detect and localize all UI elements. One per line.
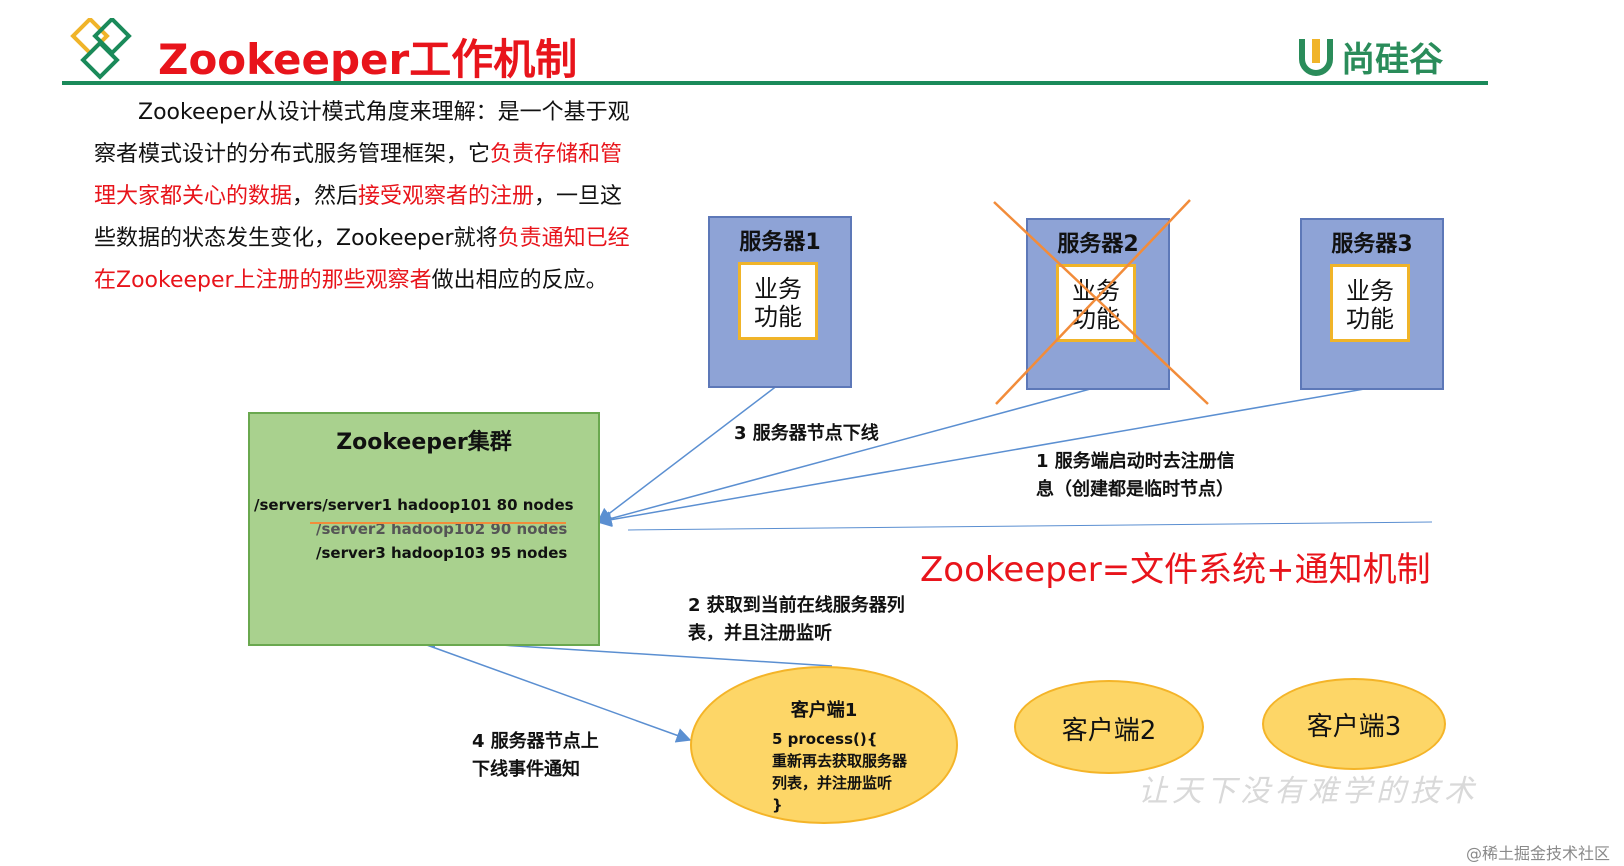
arrow-server3-to-cluster <box>596 387 1371 528</box>
server-2: 服务器2 业务 功能 <box>1026 218 1170 390</box>
separator-line <box>627 521 1433 531</box>
server2-row-strikethrough <box>310 522 566 524</box>
desc-seg-6: 做出相应的反应。 <box>431 268 608 293</box>
server-1: 服务器1 业务 功能 <box>708 216 852 388</box>
client-1-line2: 重新再去获取服务器 <box>772 752 908 770</box>
server-1-func-line1: 业务 <box>754 275 802 303</box>
brand-u-icon <box>1299 38 1333 76</box>
client-1-name: 客户端1 <box>790 700 858 721</box>
desc-seg-1: 负责存储和管理大家都关心的数据 <box>94 142 623 209</box>
server-3-name: 服务器3 <box>1331 232 1413 257</box>
logo-icon <box>70 18 132 80</box>
desc-seg-4: ，一旦这些数据的状态发生变化，Zookeeper就将 <box>94 184 623 251</box>
client-1-line1: 5 process(){ <box>772 730 878 748</box>
desc-seg-5: 负责通知已经在Zookeeper上注册的那些观察者 <box>94 226 630 293</box>
client-2-name: 客户端2 <box>1061 716 1157 746</box>
server-3-func-line1: 业务 <box>1346 277 1394 305</box>
page-title: Zookeeper工作机制 <box>158 35 578 84</box>
desc-seg-3: 接受观察者的注册 <box>358 184 535 209</box>
desc-seg-2: ，然后 <box>292 184 359 209</box>
client-3: 客户端3 <box>1262 678 1446 770</box>
client-3-name: 客户端3 <box>1306 712 1402 742</box>
step1-line1: 1 服务端启动时去注册信 <box>1036 451 1235 472</box>
brand-logo: 尚硅谷 <box>1296 32 1443 81</box>
server-2-name: 服务器2 <box>1057 232 1139 257</box>
desc-seg-0: Zookeeper从设计模式角度来理解：是一个基于观察者模式设计的分布式服务管理… <box>94 100 630 167</box>
watermark-text: 让天下没有难学的技术 <box>1138 774 1478 809</box>
server-1-func-line2: 功能 <box>754 303 802 331</box>
client-1: 客户端1 5 process(){ 重新再去获取服务器 列表，并注册监听 } <box>690 666 958 824</box>
server-2-func-line2: 功能 <box>1072 305 1120 333</box>
step4-label: 4 服务器节点上 下线事件通知 <box>472 728 599 784</box>
formula-text: Zookeeper=文件系统+通知机制 <box>920 550 1431 590</box>
cluster-row-server1: /servers/server1 hadoop101 80 nodes <box>254 496 574 514</box>
step4-line1: 4 服务器节点上 <box>472 731 599 752</box>
server-1-name: 服务器1 <box>739 230 821 255</box>
step4-line2: 下线事件通知 <box>472 759 580 780</box>
server-3-func-line2: 功能 <box>1346 305 1394 333</box>
arrow-server1-to-cluster <box>596 384 779 523</box>
server-2-cross-icon <box>993 199 1209 405</box>
step2-line1: 2 获取到当前在线服务器列 <box>688 595 905 616</box>
client-1-line4: } <box>772 796 783 814</box>
server-3-function-box: 业务 功能 <box>1330 264 1410 342</box>
arrow-server2-to-cluster <box>596 387 1095 526</box>
step1-line2: 息（创建都是临时节点） <box>1036 479 1234 500</box>
step3-label: 3 服务器节点下线 <box>734 423 879 444</box>
step2-label: 2 获取到当前在线服务器列 表，并且注册监听 <box>688 592 905 648</box>
brand-name: 尚硅谷 <box>1341 40 1444 80</box>
cluster-row-server2: /server2 hadoop102 90 nodes <box>316 520 568 538</box>
client-2: 客户端2 <box>1014 680 1204 774</box>
cluster-name: Zookeeper集群 <box>336 430 512 455</box>
step1-label: 1 服务端启动时去注册信 息（创建都是临时节点） <box>1036 448 1235 504</box>
server-3: 服务器3 业务 功能 <box>1300 218 1444 390</box>
title-divider <box>62 81 1488 85</box>
server-1-function-box: 业务 功能 <box>738 262 818 340</box>
footer-credit: @稀土掘金技术社区 <box>1466 844 1611 863</box>
step2-line2: 表，并且注册监听 <box>688 623 832 644</box>
zookeeper-cluster: Zookeeper集群 /servers/server1 hadoop101 8… <box>248 412 600 646</box>
arrow-cluster-to-client1 <box>423 643 692 743</box>
client-1-line3: 列表，并注册监听 <box>772 774 893 792</box>
description-text: Zookeeper从设计模式角度来理解：是一个基于观察者模式设计的分布式服务管理… <box>94 92 634 302</box>
client-1-body: 5 process(){ 重新再去获取服务器 列表，并注册监听 } <box>772 728 907 816</box>
cluster-row-server3: /server3 hadoop103 95 nodes <box>316 544 568 562</box>
